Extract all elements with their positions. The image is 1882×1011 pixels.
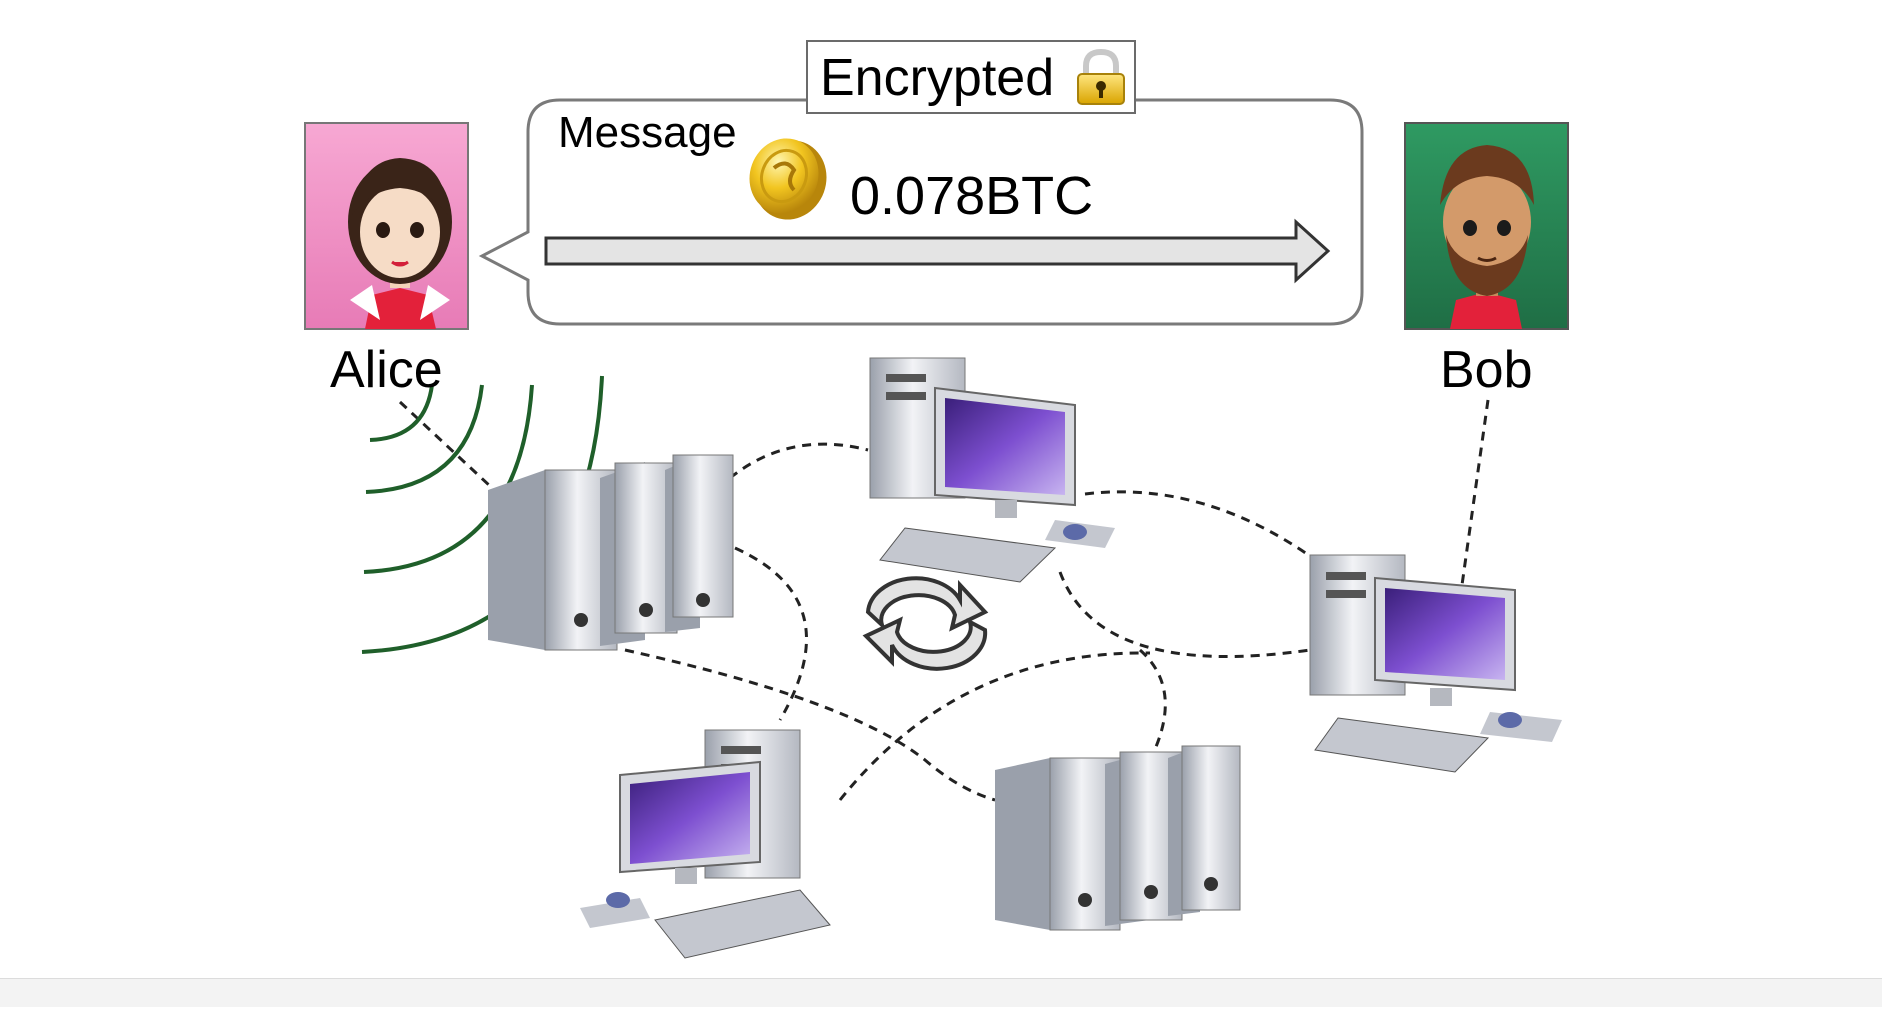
bottom-border: [0, 978, 1882, 1007]
computer-right: [1309, 554, 1562, 773]
link-alice-server: [398, 400, 507, 502]
alice-label: Alice: [330, 341, 443, 399]
transfer-arrow: [544, 218, 1331, 284]
link-bob-pc-right: [1460, 399, 1490, 586]
link-server-pc-bottom: [734, 546, 808, 721]
server-rack-bottom: [995, 745, 1241, 931]
bob-avatar: [1404, 122, 1569, 330]
coin-icon: [749, 138, 827, 220]
sync-icon: [862, 576, 989, 671]
amount-label: 0.078BTC: [850, 166, 1094, 226]
encrypted-label-box: Encrypted: [806, 40, 1136, 114]
link-pc-bottom-pc-right: [838, 651, 1151, 801]
link-pc-top-server-bottom: [1139, 648, 1167, 761]
link-pc-top-pc-right: [1084, 490, 1311, 558]
message-bubble: [478, 98, 1364, 326]
lock-icon: [1077, 48, 1125, 105]
server-rack-left: [488, 454, 734, 651]
computer-top: [869, 357, 1115, 583]
message-label: Message: [558, 108, 737, 157]
link-server-pc-top: [729, 442, 869, 480]
computer-bottom: [580, 729, 831, 959]
bob-label: Bob: [1440, 341, 1533, 399]
encrypted-label: Encrypted: [820, 49, 1055, 107]
link-server-server-bottom: [624, 648, 996, 802]
network-links: [398, 399, 1490, 802]
link-pc-top-pc-right-lower: [1058, 571, 1311, 659]
alice-avatar: [304, 122, 469, 330]
